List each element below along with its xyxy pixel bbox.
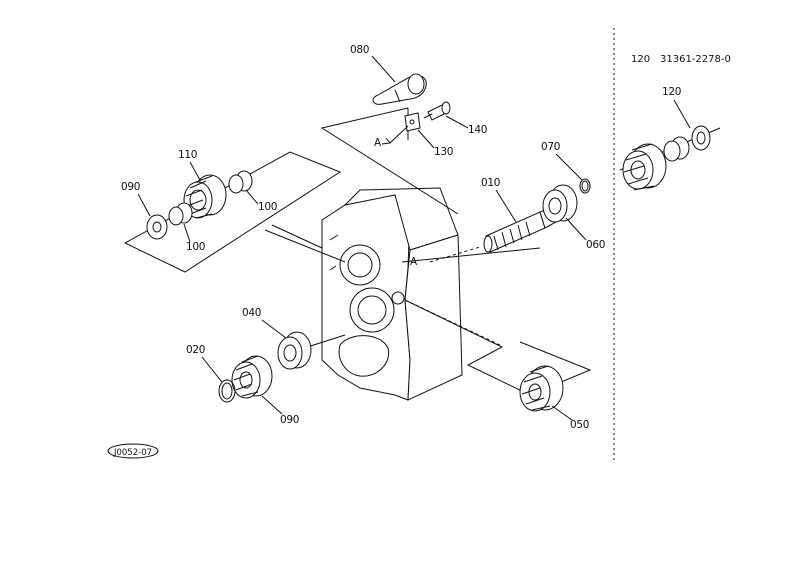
label-100-left: 100 — [186, 241, 205, 253]
part-090-nut — [146, 214, 168, 240]
label-110: 110 — [178, 149, 197, 161]
label-130: 130 — [434, 146, 453, 158]
header-ref-number: 120 — [631, 54, 650, 65]
label-070: 070 — [541, 141, 560, 153]
figure-code-text: J0052-07 — [113, 448, 152, 458]
part-080-pin — [372, 73, 427, 105]
part-130-lock-plate — [381, 112, 421, 145]
label-010: 010 — [481, 177, 500, 189]
part-120-gear-assembly — [622, 125, 711, 191]
part-140-bolt — [423, 101, 451, 121]
label-090-bottom: 090 — [280, 414, 299, 426]
part-050-gear — [519, 365, 564, 412]
part-090-gear — [231, 355, 273, 399]
label-080: 080 — [350, 44, 369, 56]
label-100-right: 100 — [258, 201, 277, 213]
part-040-bearing — [277, 331, 312, 370]
label-090-top: 090 — [121, 181, 140, 193]
label-A-top: A — [374, 137, 382, 149]
part-100-needle-bearing-a — [228, 170, 253, 194]
part-labels: 080 140 A 130 110 090 100 100 070 010 06… — [121, 44, 691, 431]
part-060-bearing — [542, 184, 578, 223]
figure-code-badge: J0052-07 — [107, 443, 159, 459]
label-140: 140 — [468, 124, 487, 136]
label-120: 120 — [662, 86, 681, 98]
part-020-snap-ring — [218, 379, 236, 403]
label-060: 060 — [586, 239, 605, 251]
label-A-mid: A — [410, 256, 418, 268]
part-100-needle-bearing-b — [168, 202, 193, 226]
label-050: 050 — [570, 419, 589, 431]
label-040: 040 — [242, 307, 261, 319]
header-part-number: 31361-2278-0 — [660, 54, 731, 65]
label-020: 020 — [186, 344, 205, 356]
gearbox-housing — [321, 187, 463, 401]
part-070-snap-ring — [579, 178, 591, 194]
